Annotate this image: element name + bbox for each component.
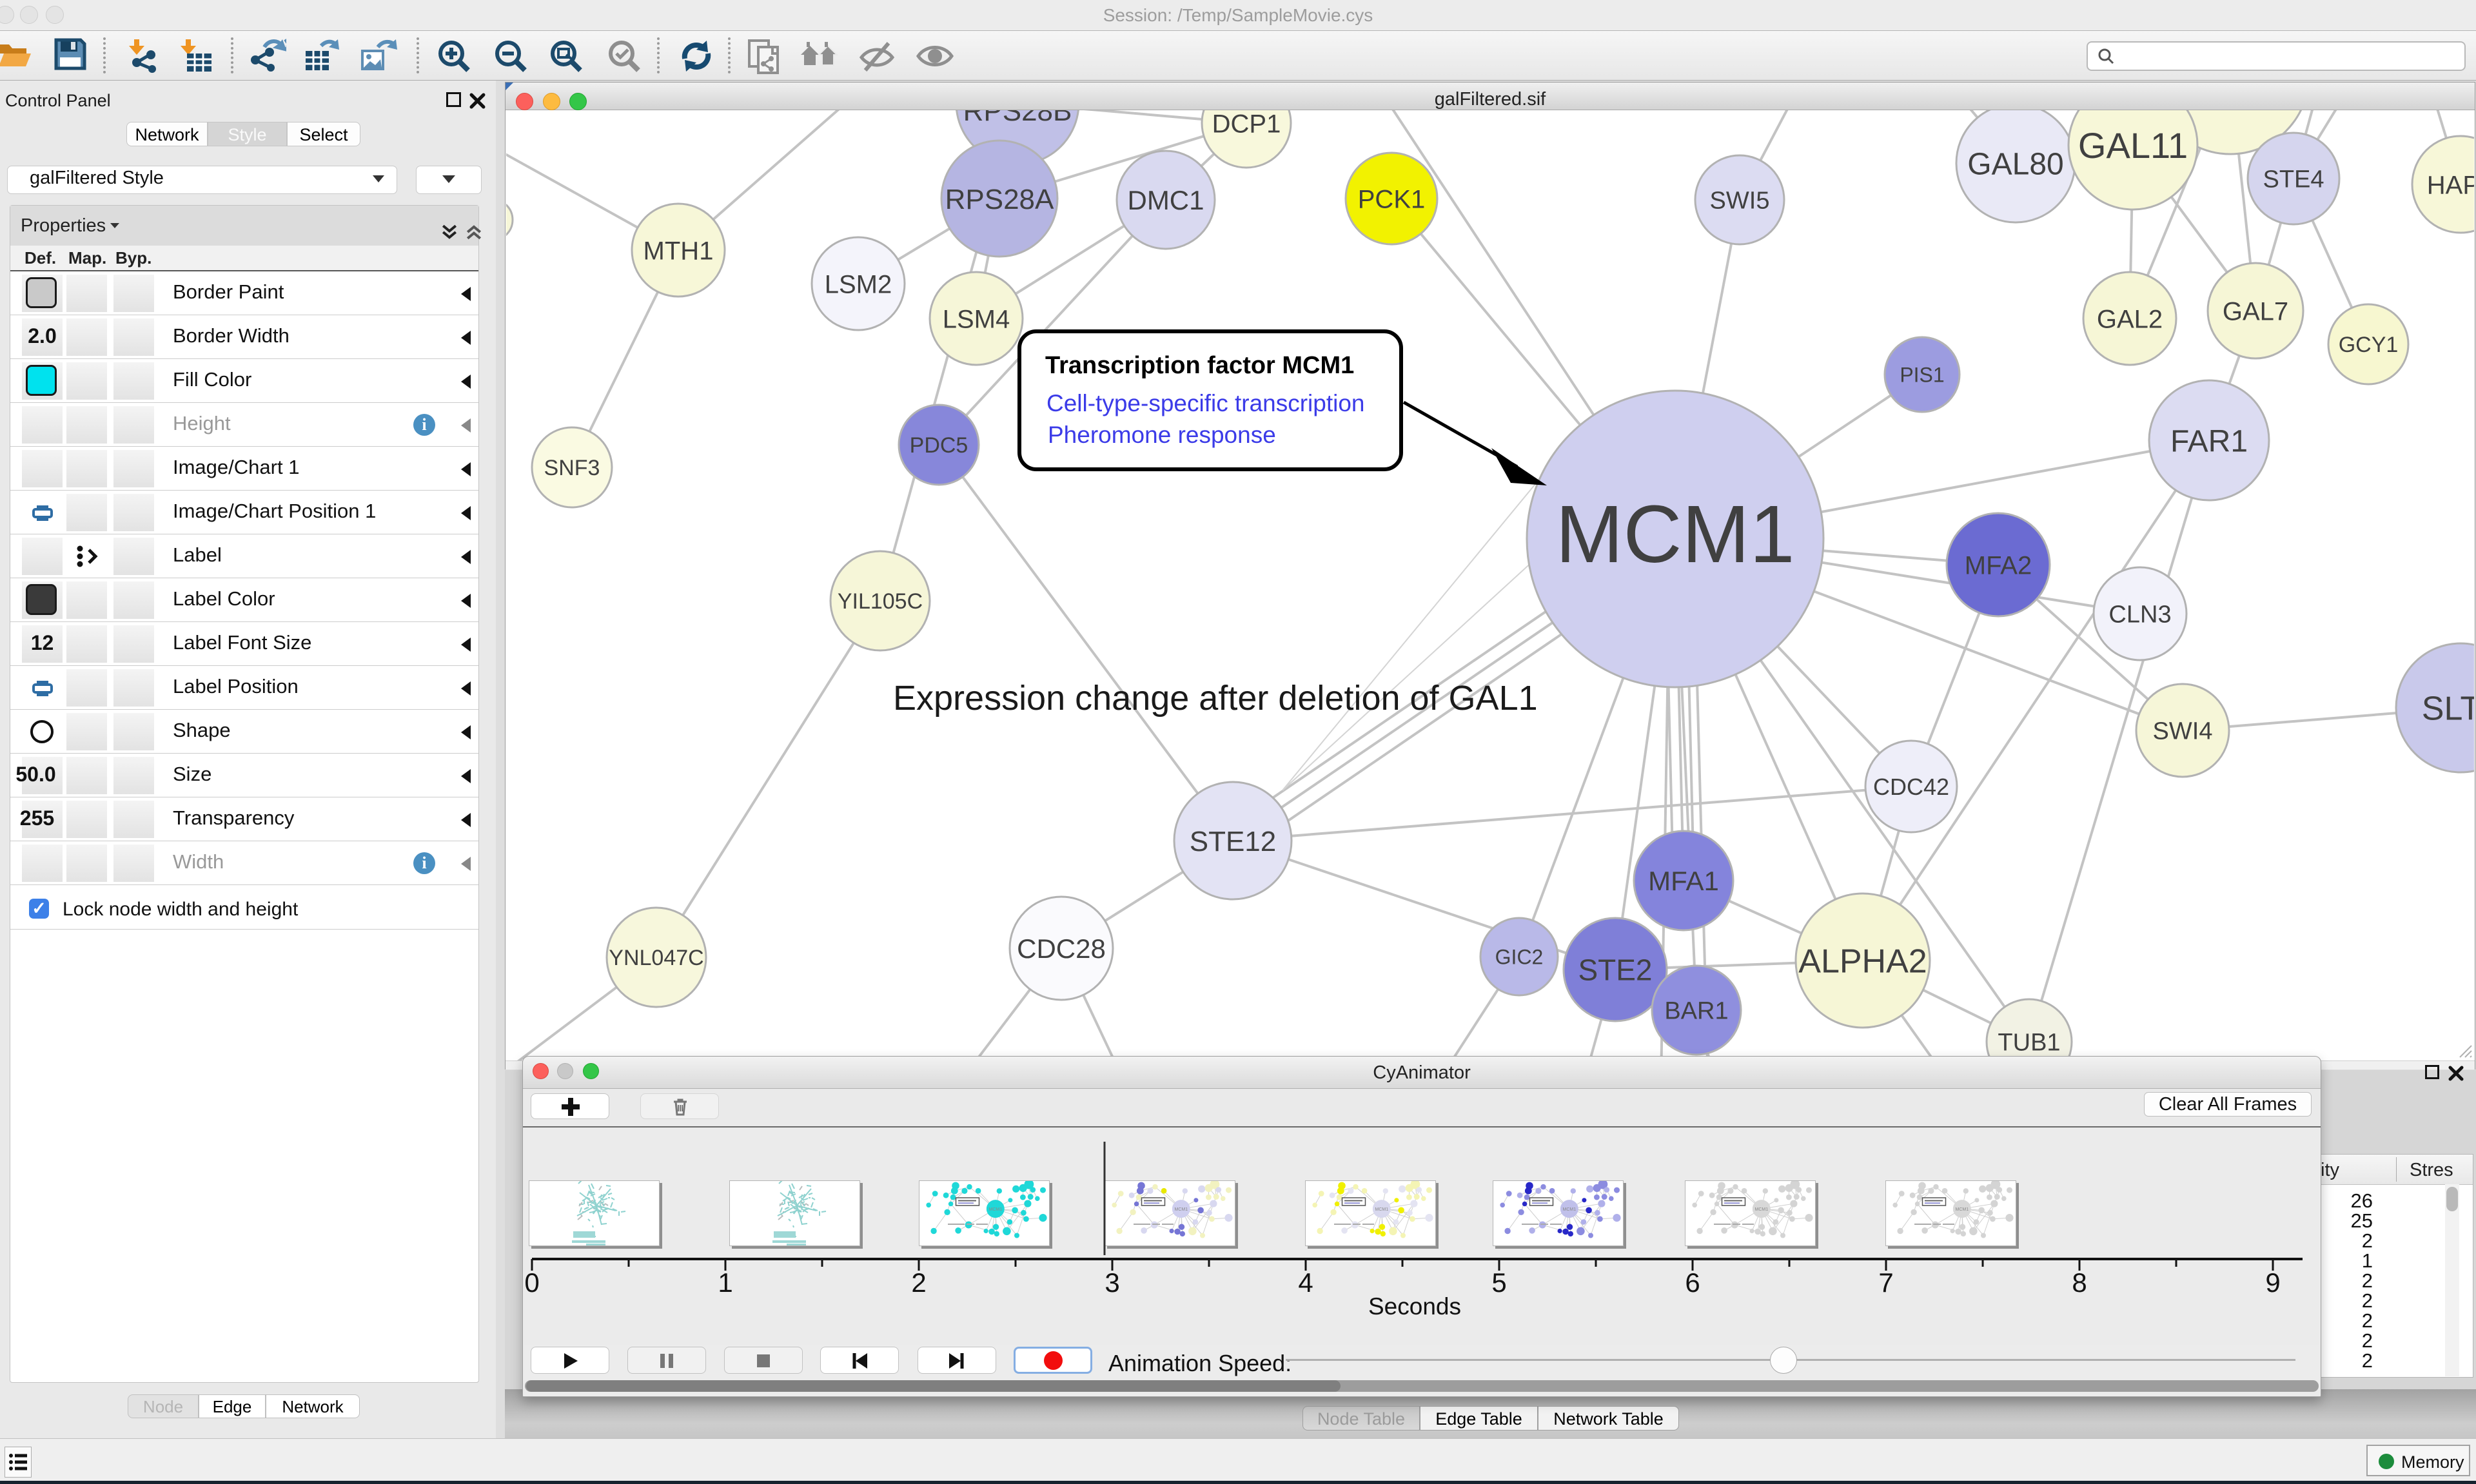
svg-text:SWI4: SWI4 [2153,718,2213,745]
svg-text:3: 3 [1105,1267,1119,1298]
svg-text:4: 4 [1298,1267,1313,1298]
svg-text:ALPHA2: ALPHA2 [1798,943,1927,981]
svg-text:5: 5 [1491,1267,1506,1298]
svg-text:PCK1: PCK1 [1358,185,1426,213]
svg-text:FAR1: FAR1 [2170,424,2248,458]
svg-text:Pheromone response: Pheromone response [1048,422,1276,448]
svg-text:MFA2: MFA2 [1965,551,2032,580]
svg-text:MCM1: MCM1 [1375,1207,1388,1212]
svg-text:GAL7: GAL7 [2223,297,2288,326]
svg-text:HAP2: HAP2 [2427,171,2474,199]
svg-text:Cell-type-specific transcripti: Cell-type-specific transcription [1046,390,1365,416]
svg-text:1: 1 [718,1267,732,1298]
svg-text:SNF3: SNF3 [544,456,600,480]
svg-text:RPS28A: RPS28A [945,184,1054,215]
svg-text:MCM1: MCM1 [988,1207,1002,1212]
svg-text:BAR1: BAR1 [1664,998,1728,1025]
svg-text:Seconds: Seconds [1368,1293,1461,1320]
svg-text:GAL2: GAL2 [2097,305,2163,333]
svg-text:MTH1: MTH1 [644,237,714,265]
svg-text:STE12: STE12 [1190,826,1277,857]
svg-text:Transcription factor MCM1: Transcription factor MCM1 [1045,352,1354,379]
svg-text:7: 7 [1878,1267,1893,1298]
svg-text:CDC28: CDC28 [1017,933,1106,964]
svg-text:Expression change after deleti: Expression change after deletion of GAL1 [893,679,1538,718]
svg-text:GIC2: GIC2 [1495,946,1544,969]
svg-text:SWI5: SWI5 [1710,188,1770,215]
svg-text:MCM1: MCM1 [1556,489,1795,580]
svg-text:MCM1: MCM1 [1955,1207,1969,1212]
svg-text:LSM4: LSM4 [943,305,1010,333]
svg-text:MCM1: MCM1 [1174,1207,1188,1212]
svg-text:DMC1: DMC1 [1127,185,1204,215]
svg-text:CLN3: CLN3 [2108,601,2171,629]
svg-text:PIS1: PIS1 [1900,364,1944,387]
svg-text:0: 0 [524,1267,539,1298]
svg-text:6: 6 [1685,1267,1700,1298]
svg-text:LSM2: LSM2 [825,270,892,298]
svg-text:MCM1: MCM1 [1754,1207,1768,1212]
svg-text:GAL11: GAL11 [2078,125,2188,166]
svg-text:DCP1: DCP1 [1212,110,1281,138]
svg-text:MCM1: MCM1 [1562,1207,1576,1212]
svg-text:TUB1: TUB1 [1998,1030,2060,1057]
svg-text:RPS28B: RPS28B [963,110,1072,127]
svg-text:2: 2 [911,1267,926,1298]
svg-text:STE2: STE2 [1578,953,1652,987]
svg-text:STE4: STE4 [2263,166,2324,193]
svg-text:GCY1: GCY1 [2339,333,2399,357]
svg-text:CDC42: CDC42 [1873,774,1949,800]
svg-text:MFA1: MFA1 [1648,866,1719,896]
svg-text:SLT2: SLT2 [2422,690,2474,728]
svg-text:YIL105C: YIL105C [838,589,923,614]
svg-text:YNL047C: YNL047C [609,946,703,970]
svg-text:8: 8 [2072,1267,2087,1298]
svg-text:9: 9 [2265,1267,2280,1298]
svg-text:GAL80: GAL80 [1967,147,2063,181]
svg-text:PDC5: PDC5 [910,433,968,458]
